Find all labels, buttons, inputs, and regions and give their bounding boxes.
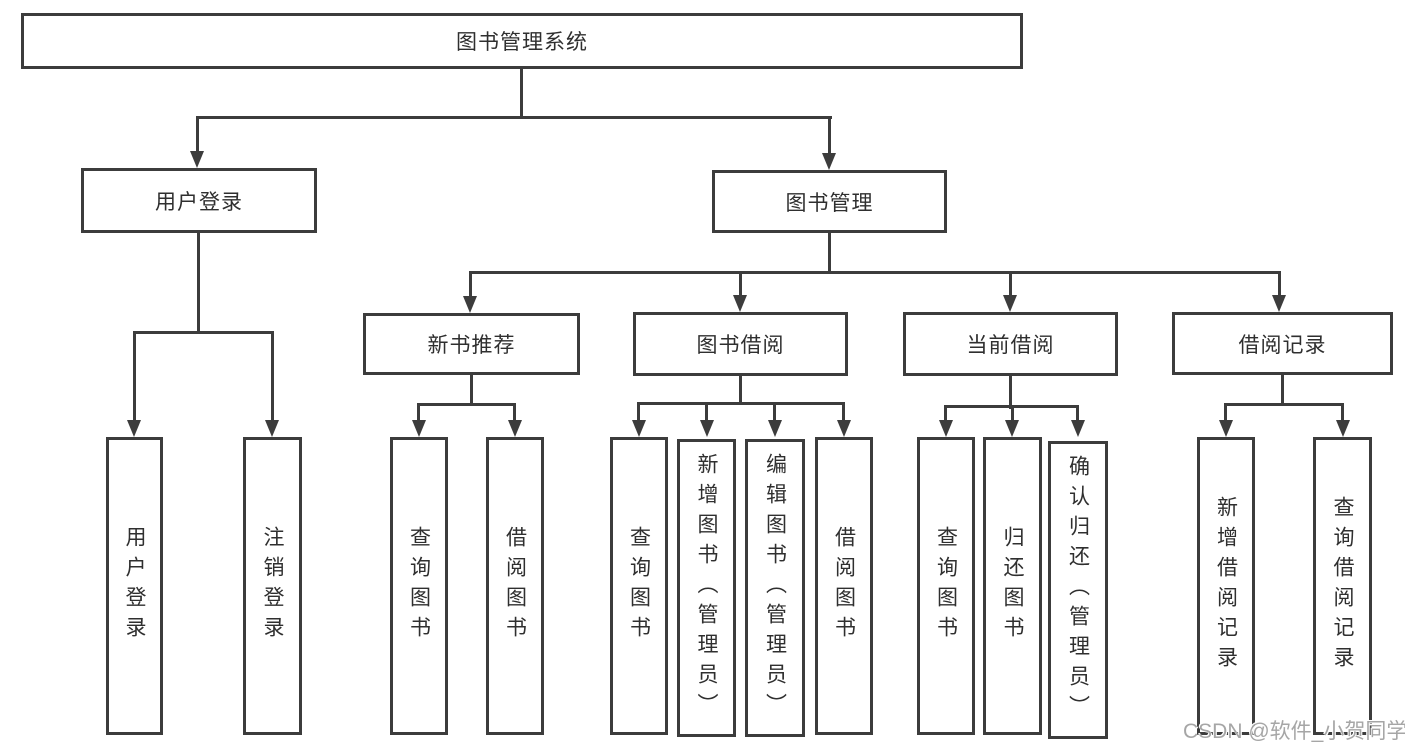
connector-line — [133, 331, 274, 334]
arrowhead-down-icon — [127, 420, 141, 437]
connector-line — [637, 402, 640, 421]
arrowhead-down-icon — [190, 151, 204, 168]
arrowhead-down-icon — [1336, 420, 1350, 437]
arrowhead-down-icon — [822, 153, 836, 170]
connector-line — [637, 402, 844, 405]
connector-line — [1011, 405, 1014, 421]
connector-line — [1076, 405, 1079, 421]
connector-line — [773, 402, 776, 421]
arrowhead-down-icon — [733, 295, 747, 312]
connector-line — [1224, 403, 1227, 421]
arrowhead-down-icon — [700, 420, 714, 437]
arrowhead-down-icon — [1071, 420, 1085, 437]
node-root: 图书管理系统 — [21, 13, 1023, 69]
connector-line — [842, 402, 845, 421]
connector-line — [469, 271, 472, 297]
connector-line — [196, 116, 199, 152]
node-book-borrowing: 图书借阅 — [633, 312, 848, 376]
connector-line — [197, 233, 200, 334]
leaf-add-borrow-record: 新增借阅记录 — [1197, 437, 1255, 735]
connector-line — [828, 116, 831, 154]
connector-line — [196, 116, 832, 119]
leaf-return-books: 归还图书 — [983, 437, 1042, 735]
leaf-borrow-books-recommend: 借阅图书 — [486, 437, 544, 735]
connector-line — [469, 271, 1281, 274]
csdn-watermark: CSDN @软件_小贺同学 — [1183, 720, 1405, 743]
arrowhead-down-icon — [1005, 420, 1019, 437]
connector-line — [1224, 403, 1344, 406]
leaf-borrow-books: 借阅图书 — [815, 437, 873, 735]
arrowhead-down-icon — [768, 420, 782, 437]
connector-line — [513, 403, 516, 421]
arrowhead-down-icon — [1003, 295, 1017, 312]
leaf-query-books-current: 查询图书 — [917, 437, 975, 735]
connector-line — [271, 331, 274, 421]
leaf-edit-books-admin: 编辑图书（管理员） — [745, 439, 805, 737]
arrowhead-down-icon — [265, 420, 279, 437]
connector-line — [417, 403, 420, 421]
connector-line — [133, 331, 136, 421]
arrowhead-down-icon — [412, 420, 426, 437]
leaf-query-books-recommend: 查询图书 — [390, 437, 448, 735]
arrowhead-down-icon — [632, 420, 646, 437]
node-user-login: 用户登录 — [81, 168, 317, 233]
connector-line — [705, 402, 708, 421]
connector-line — [828, 233, 831, 273]
leaf-query-books-borrowing: 查询图书 — [610, 437, 668, 735]
leaf-confirm-return-admin: 确认归还（管理员） — [1048, 441, 1108, 739]
arrowhead-down-icon — [508, 420, 522, 437]
connector-line — [417, 403, 516, 406]
node-new-book-recommendation: 新书推荐 — [363, 313, 580, 375]
connector-line — [1341, 403, 1344, 421]
node-book-management: 图书管理 — [712, 170, 947, 233]
arrowhead-down-icon — [463, 296, 477, 313]
arrowhead-down-icon — [1272, 295, 1286, 312]
node-current-borrowing: 当前借阅 — [903, 312, 1118, 376]
connector-line — [1281, 375, 1284, 406]
leaf-user-login: 用户登录 — [106, 437, 163, 735]
arrowhead-down-icon — [1219, 420, 1233, 437]
leaf-query-borrow-record: 查询借阅记录 — [1313, 437, 1372, 735]
leaf-logout: 注销登录 — [243, 437, 302, 735]
arrowhead-down-icon — [939, 420, 953, 437]
leaf-add-books-admin: 新增图书（管理员） — [677, 439, 736, 737]
connector-line — [739, 271, 742, 297]
connector-line — [944, 405, 947, 421]
connector-line — [739, 376, 742, 405]
connector-line — [520, 69, 523, 118]
connector-line — [1009, 376, 1012, 409]
arrowhead-down-icon — [837, 420, 851, 437]
node-borrowing-records: 借阅记录 — [1172, 312, 1393, 375]
connector-line — [1278, 271, 1281, 297]
connector-line — [1009, 271, 1012, 297]
connector-line — [470, 375, 473, 406]
